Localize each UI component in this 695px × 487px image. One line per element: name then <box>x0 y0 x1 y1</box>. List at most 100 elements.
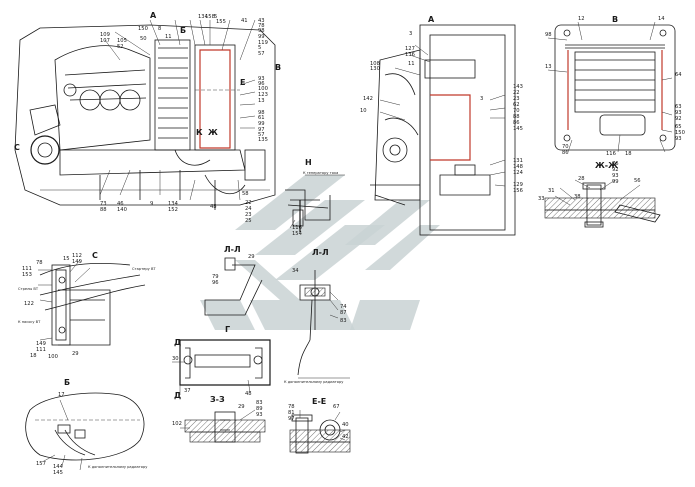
callout-number: 33 <box>538 196 545 202</box>
callout-number: 67 <box>333 404 340 410</box>
callout-number: 28 <box>578 176 585 182</box>
callout-number: 153 <box>22 272 32 278</box>
callout-number: 30 <box>172 356 179 362</box>
callout-number: 86 <box>513 120 520 126</box>
callout-number: 89 <box>256 406 263 412</box>
callout-number: 142 <box>363 96 373 102</box>
callout-number: 158 <box>205 14 215 20</box>
callout-number: 61 <box>258 115 265 121</box>
callout-number: 40 <box>342 422 349 428</box>
callout-number: 81 <box>288 410 295 416</box>
callout-number: 134 <box>168 201 179 207</box>
view-mark-b: Б <box>180 26 186 35</box>
callout-number: 93 <box>675 136 682 142</box>
callout-number: 31 <box>548 188 555 194</box>
callout-number: 93 <box>256 412 263 418</box>
callout-number: 23 <box>245 212 252 218</box>
callout-number: 24 <box>245 206 252 212</box>
view-mark-k: К <box>196 128 203 137</box>
callout-number: 86 <box>562 150 569 156</box>
callout-number: 65 <box>675 124 682 130</box>
callout-number: 98 <box>545 32 552 38</box>
callout-number: 98 <box>258 110 265 116</box>
callout-number: 34 <box>292 268 299 274</box>
callout-number: 143 <box>513 84 523 90</box>
callout-number: 155 <box>216 19 226 25</box>
callout-number: 14 <box>658 16 665 22</box>
callout-number: 108 <box>370 61 380 67</box>
callout-number: 83 <box>256 400 263 406</box>
callout-number: 109 <box>100 32 110 38</box>
callout-number: 57 <box>258 51 265 57</box>
callout-number: 25 <box>245 218 252 224</box>
callout-number: 129 <box>513 182 523 188</box>
callout-number: 97 <box>258 127 265 133</box>
callout-number: 145 <box>513 126 523 132</box>
callout-number: 18 <box>625 151 632 157</box>
main-engine-view <box>14 19 276 210</box>
callout-number: 130 <box>370 66 380 72</box>
view-d-mark-2: Д <box>174 391 181 400</box>
callout-number: 22 <box>245 200 252 206</box>
callout-number: 57 <box>258 132 265 138</box>
callout-number: 62 <box>513 102 520 108</box>
callout-number: 87 <box>340 310 347 316</box>
callout-number: 70 <box>562 144 569 150</box>
callout-number: 3 <box>480 96 483 102</box>
callout-number: 58 <box>242 191 249 197</box>
section-e-e <box>289 410 351 454</box>
callout-number: 92 <box>675 116 682 122</box>
callout-number: 149 <box>36 341 46 347</box>
section-zh-zh-title: Ж-Ж <box>595 161 618 170</box>
callout-number: 29 <box>238 404 245 410</box>
view-s-note-left2: К насосу ВТ <box>18 320 41 324</box>
callout-number: 11 <box>408 61 415 67</box>
view-v-title: В <box>612 15 618 24</box>
callout-number: 100 <box>258 86 268 92</box>
callout-number: 15 <box>63 256 70 262</box>
callout-number: 42 <box>342 434 349 440</box>
callout-number: 78 <box>36 260 43 266</box>
view-b-title: Б <box>64 378 70 387</box>
view-n-note: К генератору тока <box>303 171 338 175</box>
view-s-starter <box>38 259 146 346</box>
callout-number: 92 <box>612 167 619 173</box>
callout-number: 99 <box>258 121 265 127</box>
callout-number: 116 <box>292 225 302 231</box>
callout-number: 107 <box>100 38 110 44</box>
callout-number: 152 <box>168 207 178 213</box>
callout-number: 29 <box>248 254 255 260</box>
callout-number: 136 <box>405 52 415 58</box>
callout-number: 88 <box>100 207 107 213</box>
view-mark-v: В <box>275 63 281 72</box>
callout-number: 13 <box>258 98 265 104</box>
callout-number: 150 <box>138 26 148 32</box>
callout-number: 74 <box>340 304 347 310</box>
callout-number: 78 <box>288 404 295 410</box>
view-v-radiator <box>547 21 676 153</box>
callout-number: 3 <box>409 31 412 37</box>
section-e-e-title: Е-Е <box>312 397 326 406</box>
view-mark-zh: Ж <box>208 128 218 137</box>
callout-number: 124 <box>513 170 524 176</box>
callout-number: 5 <box>258 45 261 51</box>
section-zh-zh <box>544 179 661 228</box>
callout-number: 43 <box>258 18 265 24</box>
view-l-l-note: К дополнительному радиатору <box>284 380 344 384</box>
callout-number: 127 <box>405 46 415 52</box>
view-a-engine-front <box>370 24 516 236</box>
callout-number: 41 <box>241 18 248 24</box>
view-s-note-left1: Стрелы ВТ <box>18 287 39 291</box>
callout-number: 8 <box>158 26 161 32</box>
view-b-pipes <box>25 392 145 471</box>
callout-number: 12 <box>578 16 585 22</box>
callout-number: 88 <box>513 114 520 120</box>
callout-number: 116 <box>606 151 616 157</box>
callout-number: 150 <box>675 130 685 136</box>
callout-number: 38 <box>574 194 581 200</box>
callout-number: 96 <box>212 280 219 286</box>
